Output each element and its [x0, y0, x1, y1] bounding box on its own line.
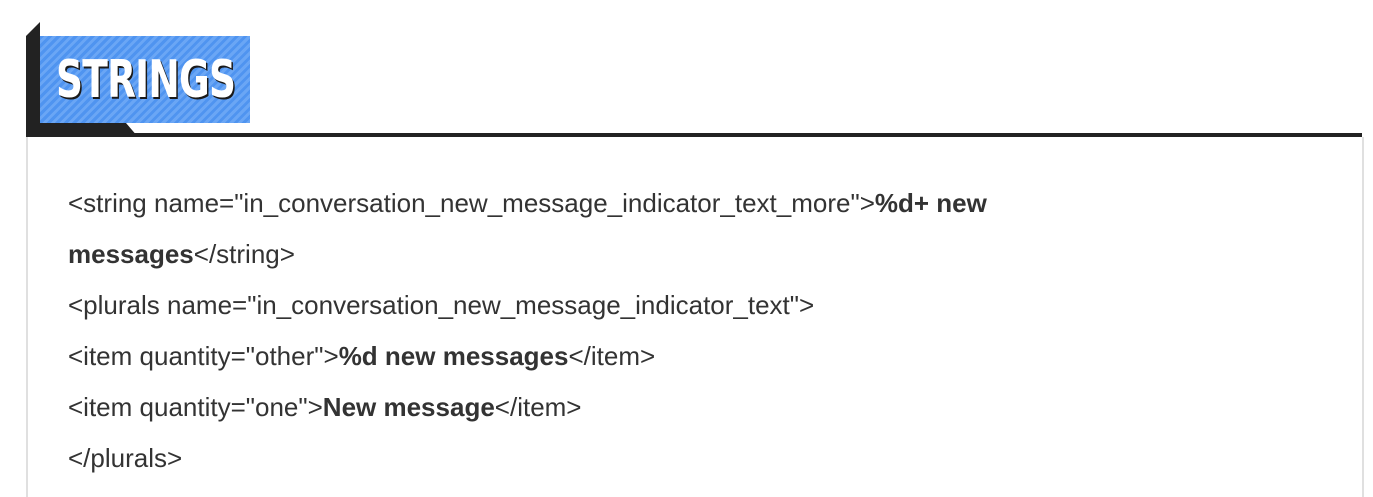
code-line: messages</string> — [68, 229, 1148, 280]
page-title: STRINGS — [56, 50, 236, 110]
code-line: <item quantity="one">New message</item> — [68, 382, 1148, 433]
code-bold-text: %d+ new — [874, 188, 987, 218]
code-text: </item> — [494, 392, 582, 422]
heading-decoration — [26, 22, 40, 137]
code-text: <string name="in_conversation_new_messag… — [68, 188, 875, 218]
code-text: </plurals> — [68, 443, 183, 473]
code-text: <item quantity="other"> — [68, 341, 339, 371]
code-bold-text: messages — [68, 239, 194, 269]
code-bold-text: New message — [322, 392, 495, 422]
code-bold-text: %d new messages — [338, 341, 569, 371]
code-line: <string name="in_conversation_new_messag… — [68, 178, 1148, 229]
heading-badge: STRINGS — [40, 36, 250, 123]
content-box — [26, 137, 1364, 497]
code-text: </item> — [568, 341, 656, 371]
code-text: </string> — [193, 239, 295, 269]
code-line: <plurals name="in_conversation_new_messa… — [68, 280, 1148, 331]
code-line: </plurals> — [68, 433, 1148, 484]
code-text: <item quantity="one"> — [68, 392, 323, 422]
code-text: <plurals name="in_conversation_new_messa… — [68, 290, 815, 320]
code-line: <item quantity="other">%d new messages</… — [68, 331, 1148, 382]
code-block: <string name="in_conversation_new_messag… — [68, 178, 1148, 484]
heading-decoration-corner — [26, 22, 40, 36]
heading-rule — [26, 133, 1362, 137]
